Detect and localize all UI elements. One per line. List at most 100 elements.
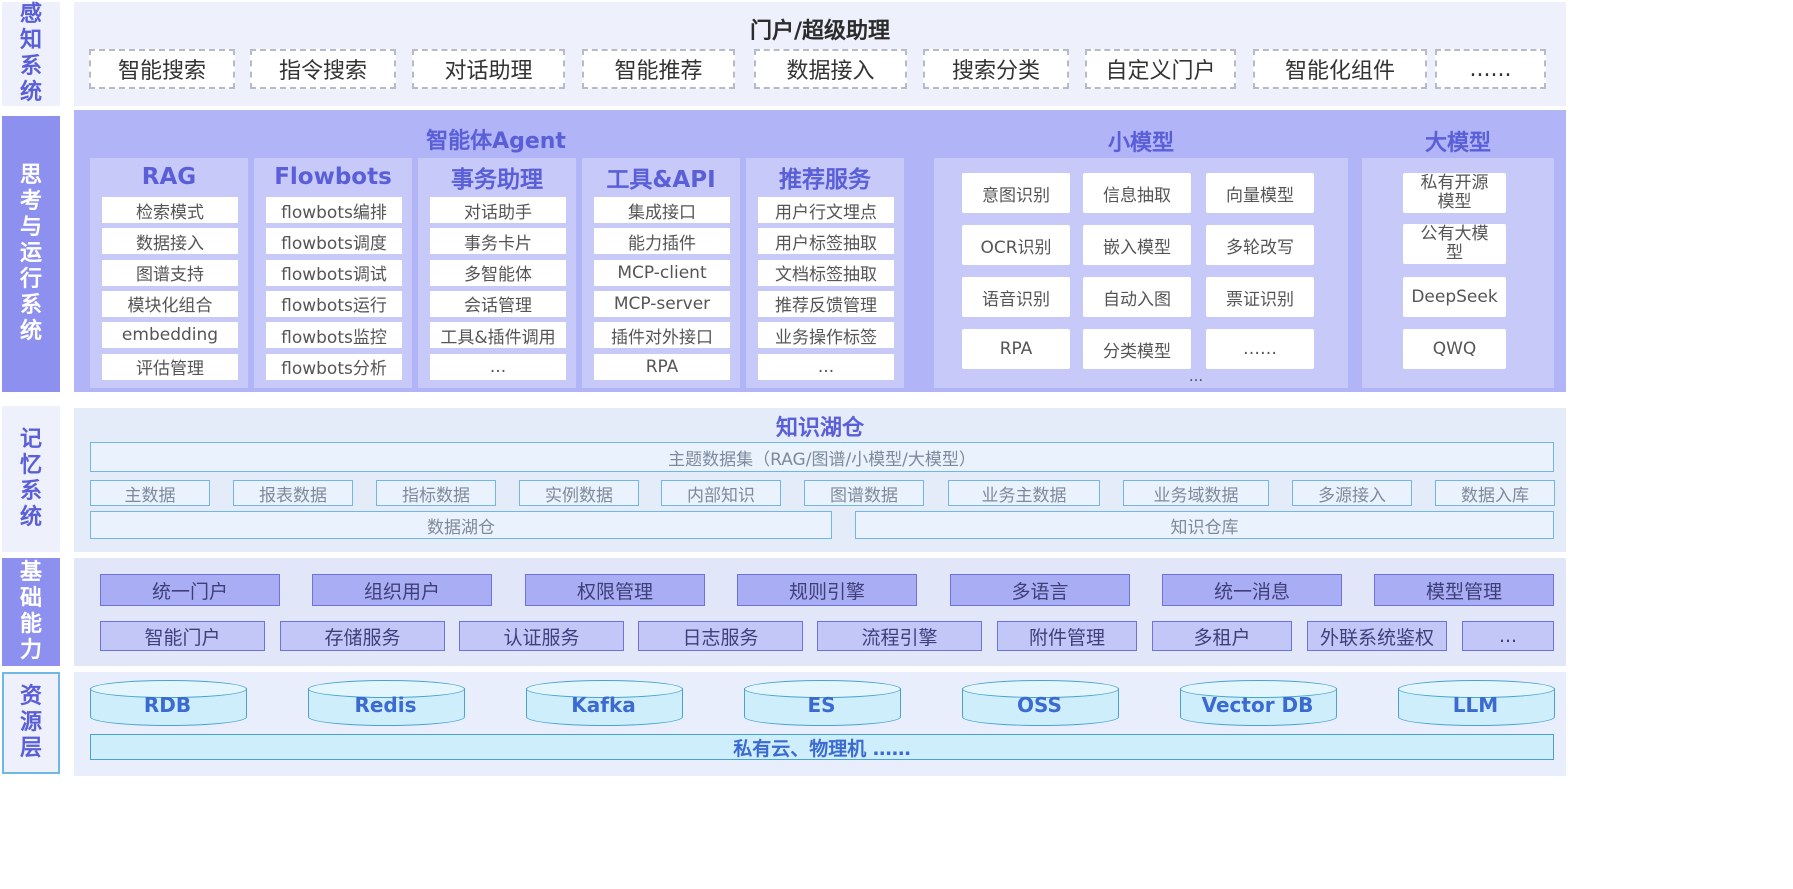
portal-item: 智能化组件 [1253, 49, 1427, 89]
knowledge-data-cell: 数据入库 [1435, 480, 1555, 506]
cylinder-top [1398, 680, 1555, 698]
small-model-title: 小模型 [1107, 131, 1174, 156]
agent-column-cell: ... [430, 353, 566, 380]
layer-label-perception: 感知系统 [2, 2, 60, 106]
small-model-cell: 自动入图 [1083, 277, 1191, 317]
database-cylinder: RDB [90, 680, 247, 726]
cylinder-top [526, 680, 683, 698]
foundation-service: 多语言 [950, 574, 1130, 606]
small-model-cell: 向量模型 [1206, 173, 1314, 213]
agent-column-cell: 图谱支持 [102, 259, 238, 286]
resource-label: ES [807, 693, 836, 717]
layer-label-text: 基础能力 [19, 560, 42, 663]
agent-column-cell: 多智能体 [430, 259, 566, 286]
small-model-cell: 多轮改写 [1206, 225, 1314, 265]
agent-column-cell: 对话助手 [430, 197, 566, 223]
agent-column-title: 事务助理 [451, 167, 543, 193]
knowledge-data-cell: 图谱数据 [804, 480, 924, 506]
agent-column-cell: RPA [594, 353, 730, 380]
large-model-cell: 公有大模型 [1403, 224, 1506, 264]
resource-label: Kafka [571, 693, 636, 717]
agent-column-cell: 能力插件 [594, 228, 730, 255]
foundation-service: ... [1462, 621, 1554, 651]
knowledge-title: 知识湖仓 [775, 416, 864, 441]
layer-label-thinking: 思考与运行系统 [2, 116, 60, 392]
agent-column-title: 工具&API [606, 167, 716, 193]
small-model-cell: 信息抽取 [1083, 173, 1191, 213]
agent-column-cell: flowbots调试 [266, 259, 402, 286]
foundation-service: 统一消息 [1162, 574, 1342, 606]
portal-item: 智能搜索 [89, 49, 235, 89]
knowledge-data-cell: 主数据 [90, 480, 210, 506]
database-cylinder: Kafka [526, 680, 683, 726]
layer-label-memory: 记忆系统 [2, 406, 60, 552]
knowledge-data-cell: 业务主数据 [948, 480, 1100, 506]
database-cylinder: Redis [308, 680, 465, 726]
portal-item: 自定义门户 [1085, 49, 1236, 89]
foundation-service: 智能门户 [100, 621, 265, 651]
agent-column-title: RAG [141, 164, 197, 190]
knowledge-data-cell: 内部知识 [661, 480, 781, 506]
database-cylinder: Vector DB [1180, 680, 1337, 726]
agent-title: 智能体Agent [426, 129, 566, 154]
foundation-service: 多租户 [1152, 621, 1292, 651]
foundation-service: 流程引擎 [817, 621, 982, 651]
portal-item: 智能推荐 [582, 49, 735, 89]
foundation-service: 认证服务 [459, 621, 624, 651]
agent-column-cell: 推荐反馈管理 [758, 290, 894, 317]
small-model-cell: 分类模型 [1083, 329, 1191, 369]
knowledge-data-cell: 业务域数据 [1123, 480, 1269, 506]
knowledge-data-cell: 指标数据 [376, 480, 496, 506]
knowledge-warehouse: 知识仓库 [855, 511, 1554, 539]
agent-column-cell: 工具&插件调用 [430, 322, 566, 349]
agent-column-cell: 文档标签抽取 [758, 259, 894, 286]
cylinder-top [1180, 680, 1337, 698]
database-cylinder: ES [744, 680, 901, 726]
agent-column-cell: embedding [102, 322, 238, 349]
large-model-cell: DeepSeek [1403, 277, 1506, 317]
portal-item: ...... [1435, 49, 1546, 89]
foundation-service: 外联系统鉴权 [1307, 621, 1447, 651]
agent-column-cell: ... [758, 353, 894, 380]
small-model-cell: 意图识别 [962, 173, 1070, 213]
database-cylinder: LLM [1398, 680, 1555, 726]
agent-column-title: Flowbots [274, 164, 392, 190]
foundation-service: 统一门户 [100, 574, 280, 606]
cylinder-top [962, 680, 1119, 698]
small-model-more: ... [1188, 367, 1204, 385]
layer-label-text: 记忆系统 [19, 427, 42, 530]
resource-label: OSS [1017, 693, 1062, 717]
cylinder-top [90, 680, 247, 698]
foundation-service: 日志服务 [638, 621, 803, 651]
agent-column-cell: 用户标签抽取 [758, 228, 894, 255]
data-lake: 数据湖仓 [90, 511, 832, 539]
topic-dataset: 主题数据集（RAG/图谱/小模型/大模型） [90, 442, 1554, 472]
cylinder-top [744, 680, 901, 698]
resource-label: LLM [1452, 693, 1499, 717]
layer-label-foundation: 基础能力 [2, 558, 60, 666]
small-model-cell: RPA [962, 329, 1070, 369]
layer-label-text: 思考与运行系统 [19, 163, 42, 344]
small-model-cell: …… [1206, 329, 1314, 369]
agent-column-cell: flowbots调度 [266, 228, 402, 255]
foundation-service: 规则引擎 [737, 574, 917, 606]
portal-item: 数据接入 [754, 49, 907, 89]
agent-column-cell: flowbots编排 [266, 197, 402, 223]
database-cylinder: OSS [962, 680, 1119, 726]
agent-column-cell: 用户行文埋点 [758, 197, 894, 223]
resource-label: RDB [143, 693, 192, 717]
knowledge-data-cell: 实例数据 [519, 480, 639, 506]
knowledge-data-cell: 报表数据 [233, 480, 353, 506]
portal-item: 搜索分类 [923, 49, 1069, 89]
small-model-cell: OCR识别 [962, 225, 1070, 265]
large-model-title: 大模型 [1424, 131, 1491, 156]
private-cloud: 私有云、物理机 …… [90, 734, 1554, 760]
agent-column-cell: flowbots分析 [266, 353, 402, 380]
agent-column-cell: MCP-server [594, 290, 730, 317]
portal-item: 对话助理 [412, 49, 565, 89]
agent-column-cell: 集成接口 [594, 197, 730, 223]
agent-column-cell: 会话管理 [430, 290, 566, 317]
agent-column-cell: 数据接入 [102, 228, 238, 255]
agent-column-cell: MCP-client [594, 259, 730, 286]
portal-item: 指令搜索 [250, 49, 396, 89]
